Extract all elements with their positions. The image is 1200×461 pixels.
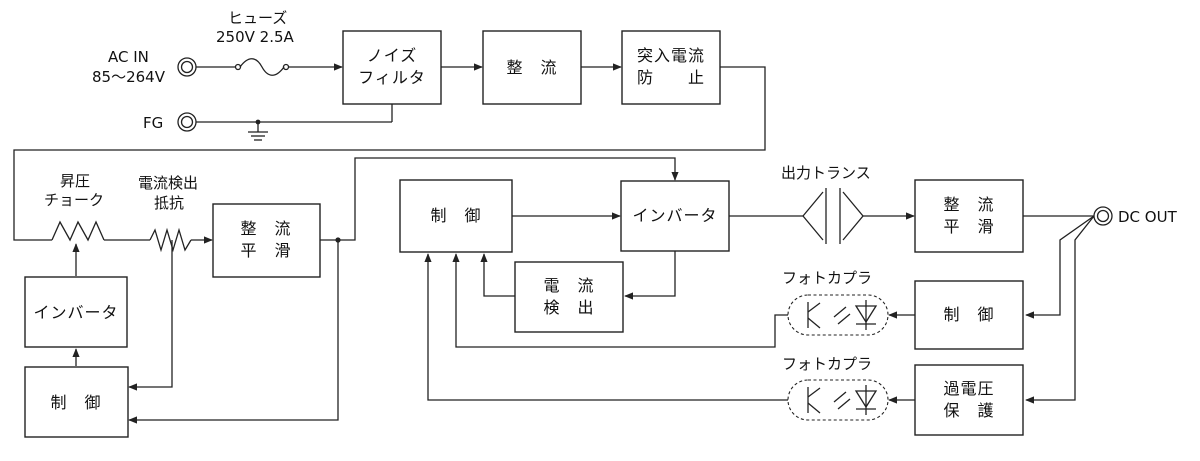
rectifier-smoothing-block-2: 整 流 平 滑 xyxy=(914,179,1024,253)
photocoupler-label-2: フォトカプラ xyxy=(782,355,872,373)
svg-text:突入電流: 突入電流 xyxy=(637,46,705,65)
svg-text:インバータ: インバータ xyxy=(632,206,717,225)
current-detect-resistor-label: 電流検出 xyxy=(138,174,198,192)
boost-choke-label: 昇圧 xyxy=(60,172,90,190)
feedback-control-block: 制 御 xyxy=(914,280,1024,350)
dc-out-terminal xyxy=(1093,206,1113,226)
inrush-current-prevention-block: 突入電流 防 止 xyxy=(621,30,721,105)
photocoupler-symbol-1 xyxy=(787,294,889,336)
pfc-control-block: 制 御 xyxy=(24,366,129,438)
photocoupler-symbol-2 xyxy=(787,379,889,421)
svg-text:フィルタ: フィルタ xyxy=(358,68,426,87)
fuse-symbol xyxy=(196,58,290,76)
current-detect-block: 電 流 検 出 xyxy=(514,261,624,333)
main-control-block: 制 御 xyxy=(399,179,513,253)
rectifier-block-1: 整 流 xyxy=(482,30,582,105)
svg-text:制 御: 制 御 xyxy=(50,393,101,412)
svg-text:整 流: 整 流 xyxy=(240,219,291,238)
boost-choke-symbol xyxy=(51,220,105,242)
svg-text:防 止: 防 止 xyxy=(637,68,705,87)
output-transformer-symbol xyxy=(802,188,864,244)
svg-text:制 御: 制 御 xyxy=(943,305,994,324)
ac-in-voltage-label: 85～264V xyxy=(92,68,166,86)
current-detect-resistor-label-2: 抵抗 xyxy=(154,194,184,212)
ac-in-label: AC IN xyxy=(108,48,149,66)
svg-text:インバータ: インバータ xyxy=(33,303,118,322)
svg-text:平 滑: 平 滑 xyxy=(943,217,994,236)
svg-text:検 出: 検 出 xyxy=(543,298,594,317)
dc-out-label: DC OUT xyxy=(1118,208,1178,226)
svg-text:保 護: 保 護 xyxy=(943,401,994,420)
svg-text:制 御: 制 御 xyxy=(430,206,481,225)
photocoupler-label-1: フォトカプラ xyxy=(782,269,872,287)
pfc-inverter-block: インバータ xyxy=(24,276,128,348)
fg-terminal xyxy=(177,112,197,132)
svg-text:電 流: 電 流 xyxy=(543,276,594,295)
main-inverter-block: インバータ xyxy=(620,180,730,252)
ground-symbol xyxy=(248,122,268,141)
current-detect-resistor-symbol xyxy=(149,227,192,253)
svg-text:過電圧: 過電圧 xyxy=(943,379,994,398)
fuse-rating-label: 250V 2.5A xyxy=(216,28,295,46)
output-transformer-label: 出力トランス xyxy=(781,164,871,182)
boost-choke-label-2: チョーク xyxy=(44,191,104,209)
fg-label: FG xyxy=(143,114,163,132)
svg-text:平 滑: 平 滑 xyxy=(240,241,291,260)
overvoltage-protection-block: 過電圧 保 護 xyxy=(914,364,1024,436)
rectifier-smoothing-block-1: 整 流 平 滑 xyxy=(212,203,321,278)
noise-filter-block: ノイズ フィルタ xyxy=(342,30,442,105)
svg-text:ノイズ: ノイズ xyxy=(367,46,418,65)
ac-in-terminal xyxy=(177,57,197,77)
svg-text:整 流: 整 流 xyxy=(506,58,557,77)
fuse-label: ヒューズ xyxy=(228,9,287,27)
svg-text:整 流: 整 流 xyxy=(943,195,994,214)
